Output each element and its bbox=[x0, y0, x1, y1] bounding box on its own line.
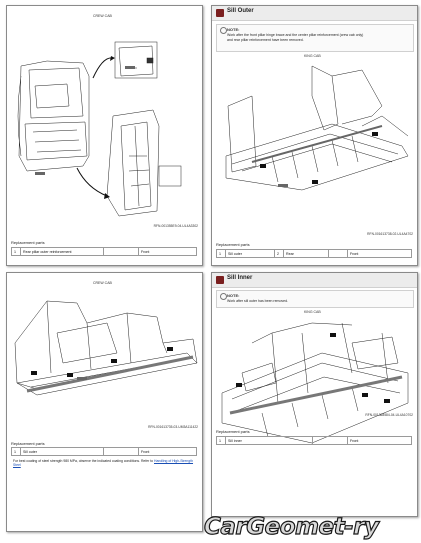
page1-replacement-label: Replacement parts bbox=[11, 240, 45, 245]
page3-foot-note: For best coating of steel strength 980 M… bbox=[13, 459, 195, 468]
page3-sill-outer-drawing bbox=[14, 300, 198, 396]
page2-replacement-label: Replacement parts bbox=[216, 242, 250, 247]
page4-section-title: Sill Inner bbox=[227, 275, 253, 281]
row-location: Front bbox=[138, 447, 197, 456]
page4-replacement-table: 1 Sill inner Front bbox=[216, 436, 412, 445]
page4-note-label: NOTE: bbox=[227, 293, 240, 298]
row-number: 1 bbox=[216, 436, 226, 445]
row-check bbox=[328, 249, 348, 258]
logo-text: CarGeomet-ry bbox=[204, 514, 380, 540]
info-icon bbox=[220, 27, 227, 34]
note-line: and rear pillar reinforcement have been … bbox=[227, 37, 304, 42]
note-line: Work after the front pillar hinge brace … bbox=[227, 33, 364, 37]
table-row: 1 Sill outer Front bbox=[11, 447, 197, 456]
page2-replacement-table: 1 Sill outer 2 Rear Front bbox=[216, 249, 412, 258]
row-check bbox=[103, 247, 139, 256]
info-icon bbox=[220, 293, 227, 300]
page4-section-header: Sill Inner bbox=[212, 273, 417, 288]
section-icon bbox=[216, 276, 224, 284]
table-row: 1 Sill outer 2 Rear Front bbox=[216, 249, 412, 258]
page2-sill-outer-drawing bbox=[225, 65, 409, 191]
page4-note-box: NOTE: Work after sill outer has been rem… bbox=[216, 290, 414, 308]
page2-note-label: NOTE: bbox=[227, 27, 240, 32]
foot-note-text: For best coating of steel strength 980 M… bbox=[13, 459, 154, 463]
page3-replacement-label: Replacement parts bbox=[11, 441, 45, 446]
page1-caption: CREW CAB bbox=[93, 14, 112, 18]
page3-replacement-table: 1 Sill outer Front bbox=[11, 447, 197, 456]
page4-replacement-label: Replacement parts bbox=[216, 429, 250, 434]
row-location: Front bbox=[347, 436, 412, 445]
cargeometry-logo: CarGeomet-ry bbox=[203, 513, 381, 540]
page2-figure-code: RFN-001613738-02-UL4A4702 bbox=[367, 232, 413, 236]
row-number: 1 bbox=[11, 247, 21, 256]
row-part: Sill outer bbox=[20, 447, 104, 456]
page4-figure-code: RFN-001368584-04-UL4A10702 bbox=[365, 413, 413, 417]
row-location: Rear bbox=[283, 249, 329, 258]
row-number: 2 bbox=[274, 249, 284, 258]
page1-car-cab-drawing bbox=[17, 41, 182, 217]
page3-caption: CREW CAB bbox=[93, 281, 112, 285]
page1-figure-code: RFN-001355E9-04-UL4A3302 bbox=[153, 224, 198, 228]
row-part: Sill inner bbox=[225, 436, 313, 445]
table-row: 1 Rear pillar outer reinforcement Front bbox=[11, 247, 197, 256]
row-part: Rear pillar outer reinforcement bbox=[20, 247, 104, 256]
row-location: Front bbox=[138, 247, 197, 256]
section-icon bbox=[216, 9, 224, 17]
page1-replacement-table: 1 Rear pillar outer reinforcement Front bbox=[11, 247, 197, 256]
row-check bbox=[103, 447, 139, 456]
page4-note-text: Work after sill outer has been removed. bbox=[227, 299, 288, 304]
page4-sill-inner-drawing bbox=[221, 322, 409, 444]
table-row: 1 Sill inner Front bbox=[216, 436, 412, 445]
page2-note-box: NOTE: Work after the front pillar hinge … bbox=[216, 24, 414, 52]
page2-note-text: Work after the front pillar hinge brace … bbox=[227, 33, 363, 42]
row-location: Front bbox=[347, 249, 412, 258]
page2-caption: KING CAB bbox=[304, 54, 321, 58]
page2-section-title: Sill Outer bbox=[227, 8, 254, 14]
manual-page-1: CREW CAB RFN-001355E9-04-UL bbox=[6, 5, 203, 266]
note-line: Work after sill outer has been removed. bbox=[227, 299, 289, 303]
row-check bbox=[312, 436, 348, 445]
page2-section-header: Sill Outer bbox=[212, 6, 417, 21]
page4-caption: KING CAB bbox=[304, 310, 321, 314]
manual-page-2: Sill Outer NOTE: Work after the front pi… bbox=[211, 5, 418, 266]
row-number: 1 bbox=[216, 249, 226, 258]
page3-figure-code: RFN-001613735-03-UM3A111422 bbox=[148, 425, 198, 429]
high-strength-steel-link[interactable]: Handling of High-Strength Steel bbox=[13, 459, 194, 468]
manual-page-3: CREW CAB RFN-001613735-03-UM3A111422 Rep… bbox=[6, 272, 203, 532]
row-number: 1 bbox=[11, 447, 21, 456]
manual-page-4: Sill Inner NOTE: Work after sill outer h… bbox=[211, 272, 418, 517]
row-part: Sill outer bbox=[225, 249, 275, 258]
